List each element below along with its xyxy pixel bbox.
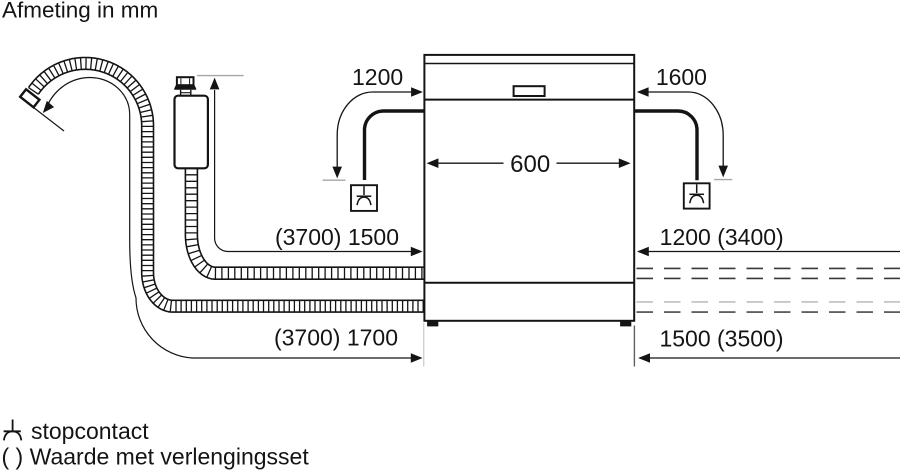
svg-text:1500 (3500): 1500 (3500) bbox=[659, 326, 783, 352]
svg-text:1600: 1600 bbox=[656, 64, 707, 90]
svg-text:Afmeting in mm: Afmeting in mm bbox=[2, 0, 158, 22]
svg-text:(3700) 1700: (3700) 1700 bbox=[274, 325, 398, 351]
svg-text:1200: 1200 bbox=[352, 64, 403, 90]
svg-text:1200 (3400): 1200 (3400) bbox=[660, 224, 784, 250]
svg-text:stopcontact: stopcontact bbox=[31, 418, 149, 444]
svg-text:(3700) 1500: (3700) 1500 bbox=[275, 224, 399, 250]
svg-text:600: 600 bbox=[510, 151, 550, 178]
svg-text:( ) Waarde met verlengingsset: ( ) Waarde met verlengingsset bbox=[2, 444, 310, 470]
